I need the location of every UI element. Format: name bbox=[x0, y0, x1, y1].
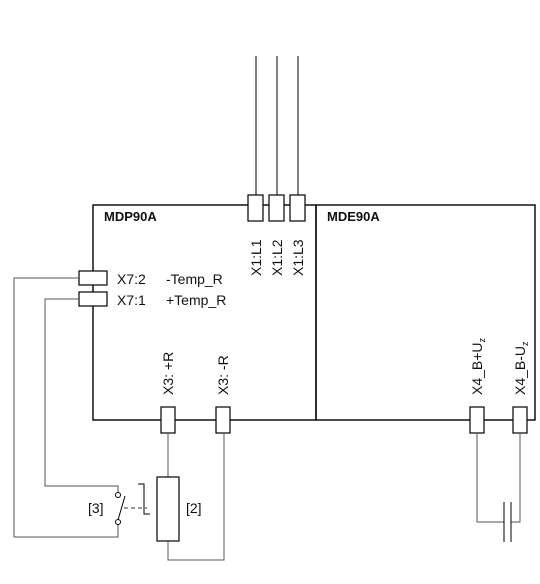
thermal-switch-wiring bbox=[13, 277, 119, 538]
terminal-x4-b-plus-uz bbox=[469, 406, 485, 434]
label-x7-1: X7:1 bbox=[117, 292, 146, 308]
x1-terminals bbox=[247, 194, 306, 222]
label-x7-2-signal: -Temp_R bbox=[166, 271, 223, 287]
mde90a-title: MDE90A bbox=[327, 209, 380, 224]
label-x1-l2: X1:L2 bbox=[269, 239, 285, 276]
label-x4-b-plus-uz: X4_B+Uz bbox=[469, 337, 487, 395]
terminal-x3-plus-r bbox=[160, 406, 176, 434]
terminal-x4-b-minus-uz bbox=[512, 406, 528, 434]
label-x3-plus-r: X3: +R bbox=[160, 352, 176, 395]
label-x7-2: X7:2 bbox=[117, 271, 146, 287]
dc-link-capacitor bbox=[476, 433, 521, 542]
mdp90a-title: MDP90A bbox=[104, 209, 157, 224]
brake-resistor bbox=[156, 476, 180, 542]
brake-resistor-wiring bbox=[167, 433, 225, 561]
terminal-x7-2 bbox=[78, 270, 108, 286]
label-thermal-switch: [3] bbox=[88, 500, 104, 516]
terminal-x1-l2 bbox=[268, 194, 285, 222]
label-x1-l3: X1:L3 bbox=[290, 239, 306, 276]
terminal-x1-l3 bbox=[289, 194, 306, 222]
label-brake-resistor: [2] bbox=[186, 500, 202, 516]
thermal-switch bbox=[115, 483, 150, 525]
terminal-x3-minus-r bbox=[215, 406, 231, 434]
terminal-x1-l1 bbox=[247, 194, 264, 222]
mde90a-module-box bbox=[315, 204, 536, 421]
supply-lines bbox=[255, 56, 299, 195]
label-x7-1-signal: +Temp_R bbox=[166, 292, 226, 308]
label-x3-minus-r: X3: -R bbox=[215, 355, 231, 395]
mdp90a-module-box bbox=[92, 204, 317, 421]
label-x1-l1: X1:L1 bbox=[248, 239, 264, 276]
terminal-x7-1 bbox=[78, 291, 108, 307]
label-x4-b-minus-uz: X4_B-Uz bbox=[512, 341, 530, 395]
